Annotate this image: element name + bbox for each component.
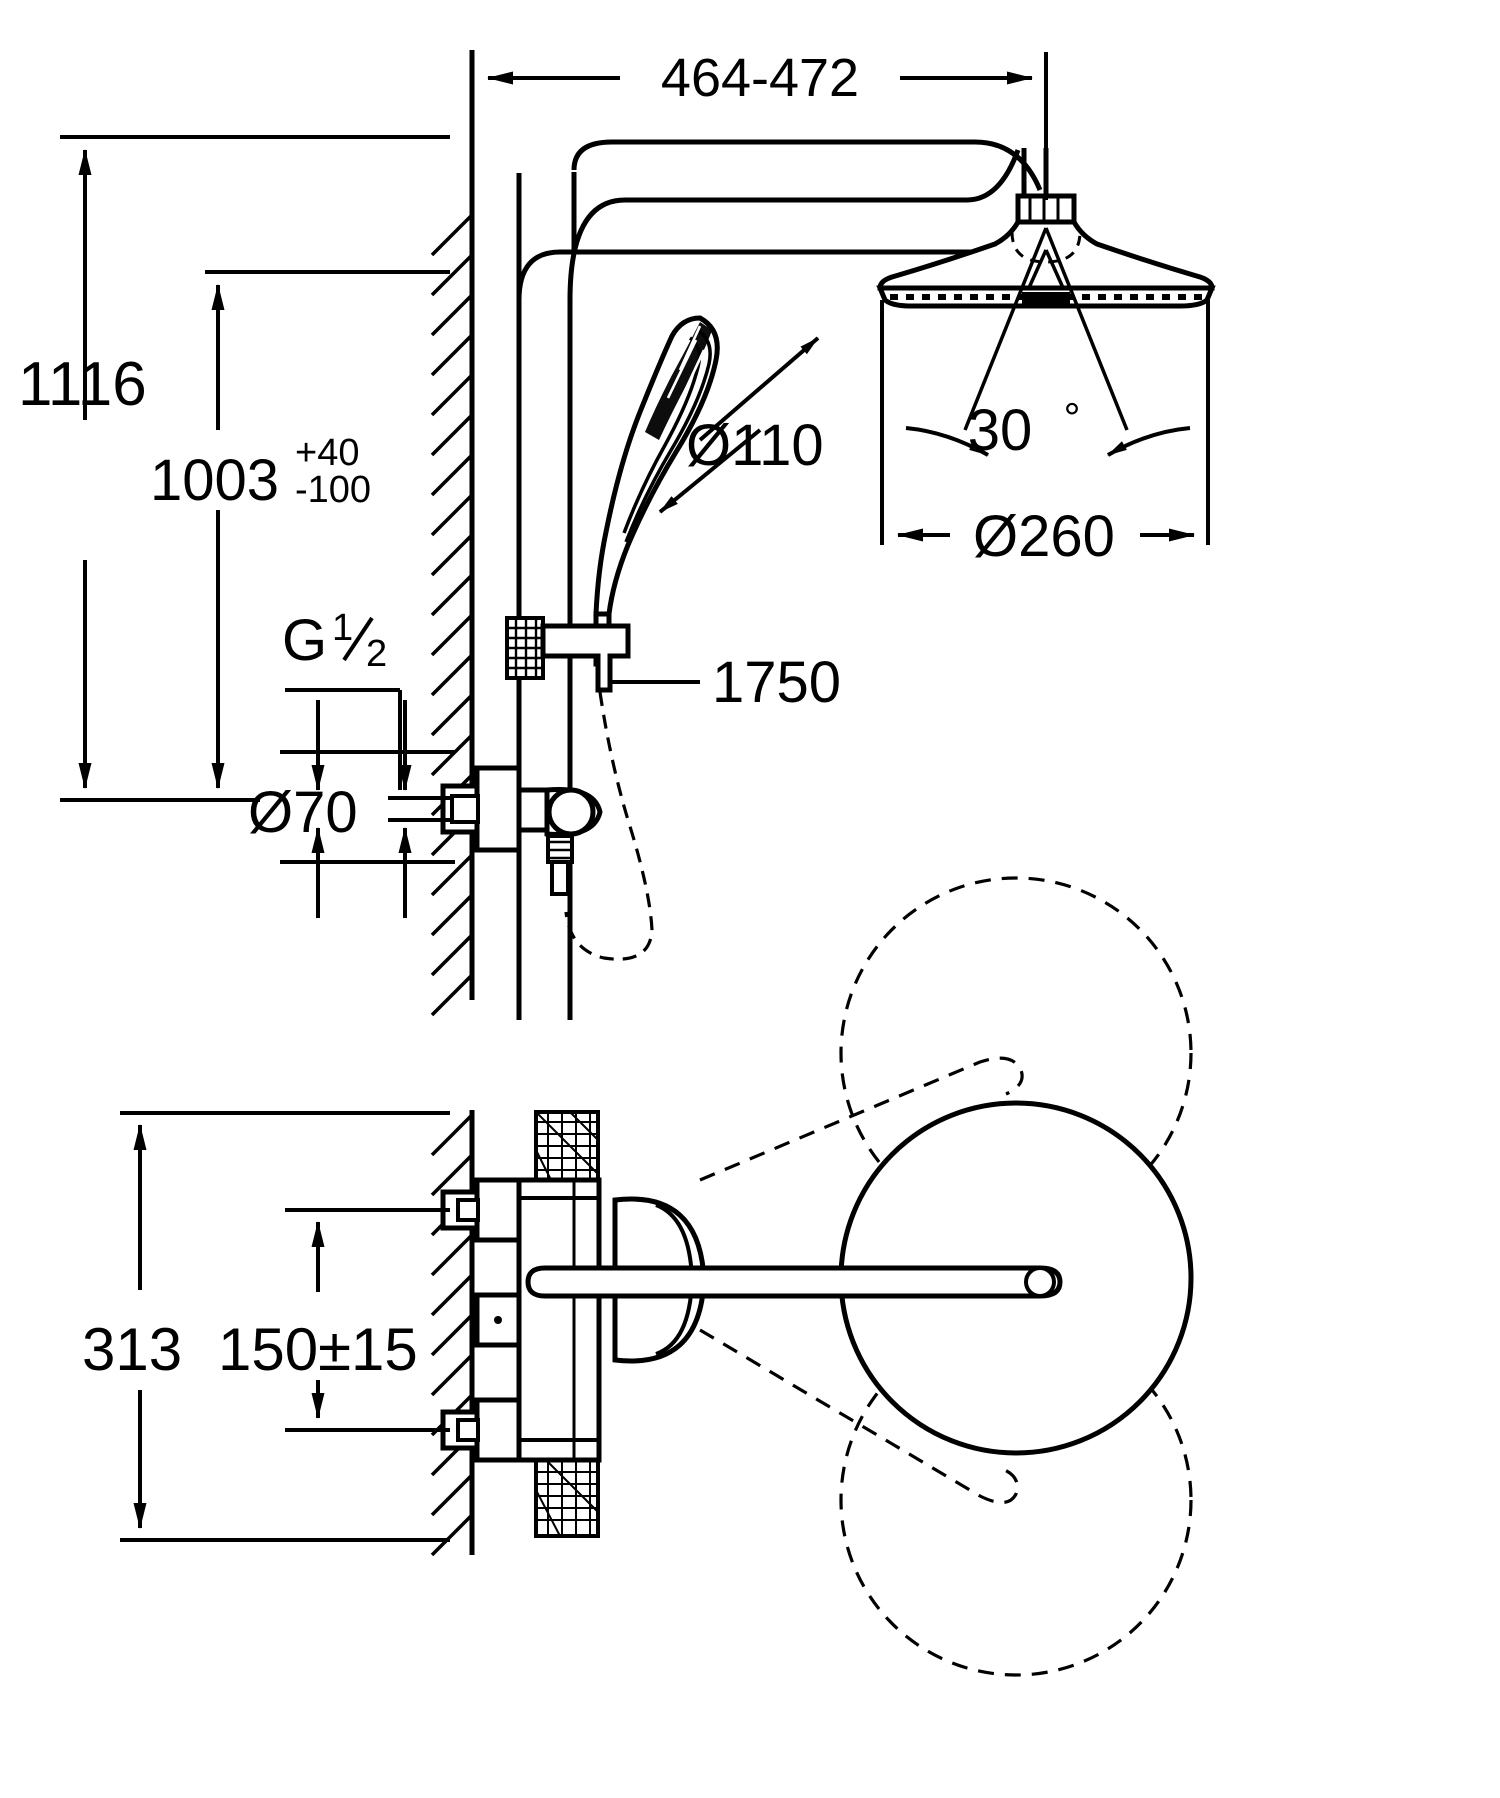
dim-riser-height: 1003 +40 -100 [150,270,450,789]
dim-hose-length: 1750 [610,650,841,715]
head-shower [876,219,1216,309]
dim-riser-tol-plus: +40 [295,432,359,474]
diverter-body [388,765,603,896]
spray-cone-lines [963,227,1129,431]
dim-hand-shower-diameter: Ø110 [658,336,824,514]
hand-shower [593,315,720,667]
dim-riser-tol-minus: -100 [295,469,371,511]
thermostat-valve-body [440,1110,602,1538]
dim-valve-total-height-label: 313 [82,1316,182,1383]
wall-upper [430,50,475,1017]
dim-arm-projection-label: 464-472 [661,48,859,108]
handle-lever [525,1100,1194,1456]
dim-thread-numerator: 1 [332,607,353,649]
dim-hose-length-label: 1750 [712,650,841,715]
dim-spray-angle-degree: ° [1064,394,1081,441]
dim-arm-projection: 464-472 [470,48,1048,200]
wall-lower [430,1110,475,1557]
dim-inlet-spacing-label: 150±15 [218,1316,418,1383]
dim-overall-height: 1116 [18,135,450,802]
dim-overall-height-label: 1116 [18,350,147,419]
dim-spray-angle-label: 30 [968,398,1033,463]
dim-inlet-spacing: 150±15 [218,1208,450,1432]
dim-spray-angle: 30 ° [968,394,1081,463]
shower-head-connector [1021,148,1049,198]
dim-thread-letter: G [282,608,327,673]
shower-hose [564,691,654,961]
dim-head-shower-diameter-label: Ø260 [973,504,1115,569]
dim-thread-spec: G 1 2 [282,607,402,790]
dim-thread-denominator: 2 [366,633,387,675]
hand-shower-holder [505,616,631,693]
dim-flange-diameter-label: Ø70 [248,780,358,845]
dim-hand-shower-diameter-label: Ø110 [686,413,824,478]
dim-flange-diameter: Ø70 [248,700,455,918]
dim-valve-total-height: 313 [82,1111,450,1542]
dim-head-shower-diameter: Ø260 [880,300,1210,569]
dim-riser-height-label: 1003 [150,448,279,513]
spray-angle-arrows [905,426,1191,457]
